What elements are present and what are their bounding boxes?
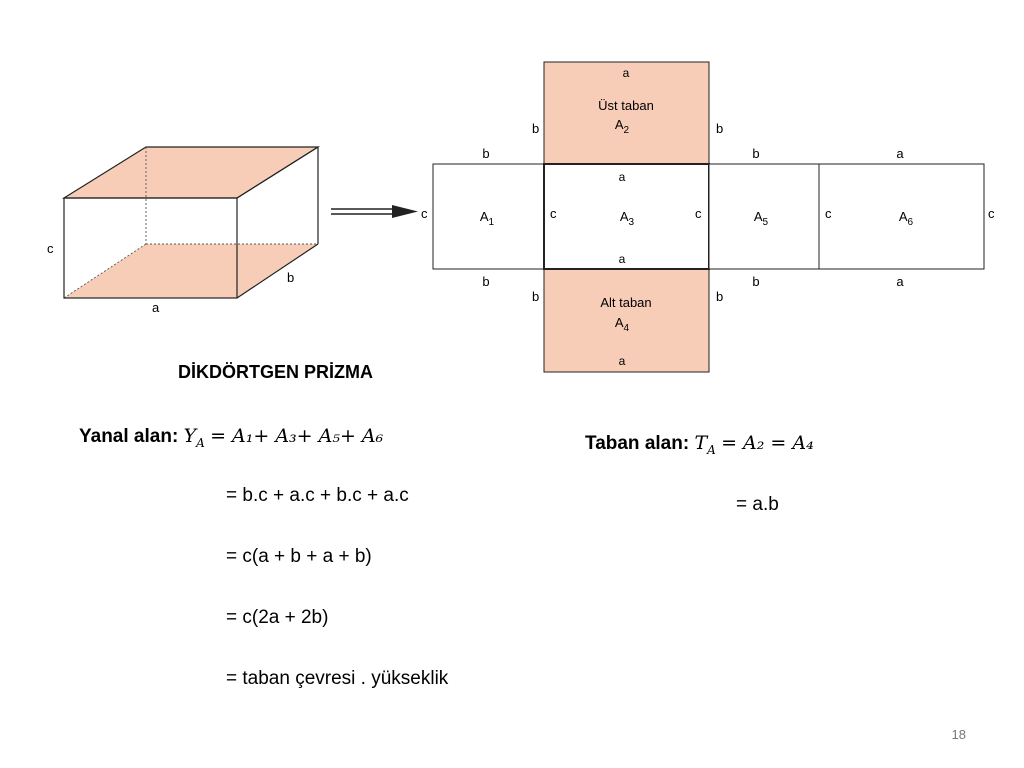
net-side-b-rt: b	[716, 121, 723, 136]
net-bottom-area: A4	[615, 315, 630, 334]
prism-label-b: b	[287, 270, 294, 285]
net-bottom-a: a	[619, 354, 626, 368]
lateral-step-2: = c(a + b + a + b)	[226, 546, 372, 567]
net-top-title: Üst taban	[598, 98, 654, 113]
net-face-5	[708, 163, 820, 270]
net-face-6	[818, 163, 985, 270]
net-row-bottom-1: a	[619, 252, 626, 266]
net-row-top-2: b	[752, 146, 759, 161]
base-lhs-sub: A	[707, 442, 716, 457]
base-lhs: T	[694, 432, 708, 454]
base-formula: Taban alan: TA = A₂ = A₄	[585, 432, 814, 457]
net-row-top-0: b	[482, 146, 489, 161]
net-c-2: c	[695, 206, 702, 221]
lateral-label: Yanal alan:	[79, 426, 179, 447]
net-row-bottom-3: a	[896, 274, 904, 289]
prism-label-a: a	[152, 300, 160, 315]
lateral-lhs: Y	[183, 425, 197, 447]
lateral-lhs-sub: A	[196, 435, 205, 450]
net-c-1: c	[550, 206, 557, 221]
base-rhs: = A₂ = A₄	[721, 432, 814, 454]
net-face-6-label: A6	[899, 209, 914, 228]
net-face-3-label: A3	[620, 209, 635, 228]
lateral-step-4: = taban çevresi . yükseklik	[226, 668, 449, 689]
net-c-4: c	[988, 206, 995, 221]
net-side-b-lt: b	[532, 121, 539, 136]
lateral-rhs: = A₁+ A₃+ A₅+ A₆	[210, 425, 384, 447]
slide-title: DİKDÖRTGEN PRİZMA	[178, 362, 373, 382]
net-top-face	[543, 61, 710, 165]
lateral-step-3: = c(2a + 2b)	[226, 607, 329, 628]
net-bottom-face	[543, 268, 710, 373]
net-face-5-label: A5	[754, 209, 769, 228]
net-face-1	[432, 163, 545, 270]
base-label: Taban alan:	[585, 433, 690, 454]
prism-bottom-face	[64, 244, 318, 298]
page-number: 18	[951, 727, 966, 742]
net-top-area: A2	[615, 117, 630, 136]
arrow-icon	[331, 205, 418, 218]
net-side-b-lb: b	[532, 289, 539, 304]
prism-top-face	[61, 146, 321, 199]
net-c-0: c	[421, 206, 428, 221]
net-face-1-label: A1	[480, 209, 495, 228]
net-row-top-3: a	[896, 146, 904, 161]
base-step: = a.b	[736, 494, 779, 515]
prism-diagram: c a b a Üst taban A2 b b b a b a c c c c…	[47, 61, 995, 373]
lateral-step-1: = b.c + a.c + b.c + a.c	[226, 485, 409, 506]
net-row-bottom-2: b	[752, 274, 759, 289]
net-face-3	[543, 163, 710, 270]
net-top-a: a	[623, 66, 630, 80]
net-bottom-title: Alt taban	[600, 295, 651, 310]
lateral-formula: Yanal alan: YA = A₁+ A₃+ A₅+ A₆	[79, 425, 383, 450]
net-side-b-rb: b	[716, 289, 723, 304]
prism-label-c: c	[47, 241, 54, 256]
net-row-bottom-0: b	[482, 274, 489, 289]
net-c-3: c	[825, 206, 832, 221]
net-row-top-1: a	[619, 170, 626, 184]
